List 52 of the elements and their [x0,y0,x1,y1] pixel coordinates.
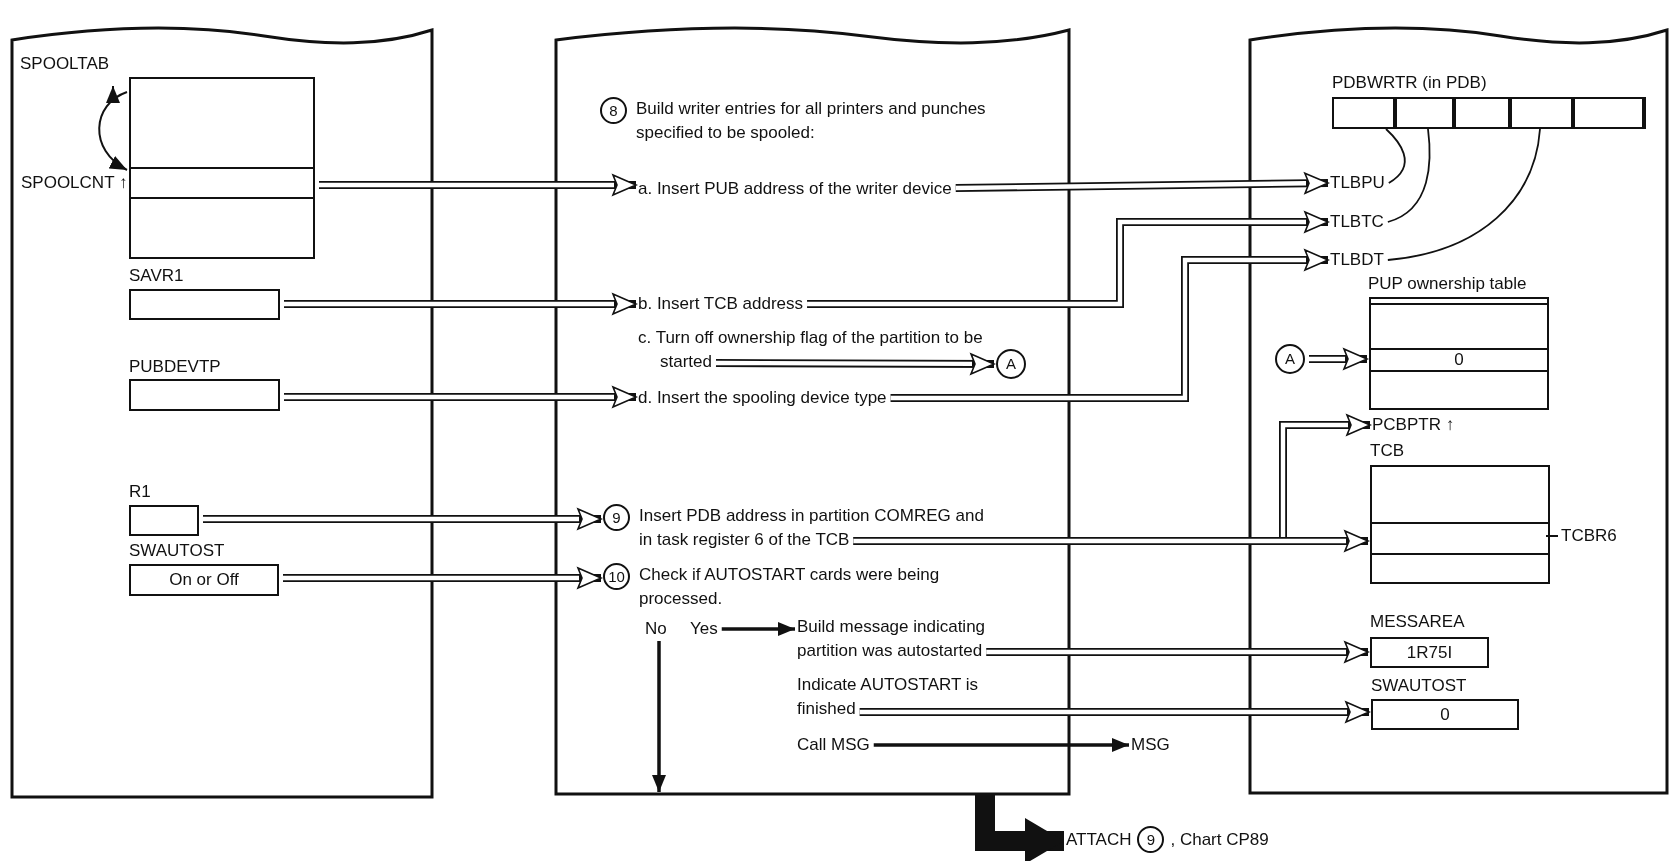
arrow [721,622,795,636]
table-label: PDBWRTR (in PDB) [1332,73,1487,93]
field-label: SPOOLCNT ↑ [21,173,128,193]
step-text: a. Insert PUB address of the writer device [638,177,952,201]
table-label: PUP ownership table [1368,274,1527,294]
step-number: 9 [603,504,630,531]
step-text: Check if AUTOSTART cards were being processed. [639,564,941,610]
arrow [98,91,128,171]
step-number: 9 [1137,826,1165,853]
field-name: TLBPU [1330,171,1385,195]
connector-circle: A [996,349,1026,379]
step-text: b. Insert TCB address [638,292,804,316]
step-number: 10 [603,563,630,590]
leader-line [1386,128,1541,261]
field-name: PCBPTR ↑ [1372,413,1455,437]
field-label: MESSAREA [1370,612,1465,632]
arrow [975,795,1064,861]
field-label: SWAUTOST [129,541,225,561]
table-label: SPOOLTAB [20,54,110,74]
step-number: 8 [600,97,627,124]
table-cell [1395,97,1454,129]
step-text: c. Turn off ownership flag of the partition to be started [638,326,988,374]
branch-label: Yes [690,617,718,641]
leader-line [1386,128,1431,223]
reference-text: ATTACH [1066,828,1132,851]
step-text: Indicate AUTOSTART is finished [797,673,997,721]
table-label: TCB [1370,441,1404,461]
field-label: SAVR1 [129,266,184,286]
branch-label: No [645,617,667,641]
table-entry: 0 [1453,350,1465,370]
connector-circle: A [1275,344,1305,374]
table-cell [1454,97,1510,129]
table-cell [1510,97,1573,129]
field-label: SWAUTOST [1371,676,1467,696]
field-label: R1 [129,482,151,502]
field-label: PUBDEVTP [129,357,221,377]
step-text: Build writer entries for all printers and punches specified to be spooled: [636,98,987,144]
leader-line [1385,128,1406,184]
module-name: MSG [1131,733,1170,757]
chart-reference: , Chart CP89 [1170,828,1269,851]
step-text: d. Insert the spooling device type [638,386,887,410]
field-name: TLBDT [1330,248,1384,272]
arrow [652,641,666,792]
field-box: On or Off [129,564,279,596]
table-cell [1573,97,1644,129]
step-text: Call MSG [797,733,870,757]
field-name: TLBTC [1330,210,1384,234]
step-text: Build message indicating partition was autostarted [797,615,997,663]
field-box: 0 [1371,699,1519,730]
arrow [873,738,1129,752]
field-box: 1R75I [1370,637,1489,668]
step-text: Insert PDB address in partition COMREG and in task register 6 of the TCB [639,505,985,551]
